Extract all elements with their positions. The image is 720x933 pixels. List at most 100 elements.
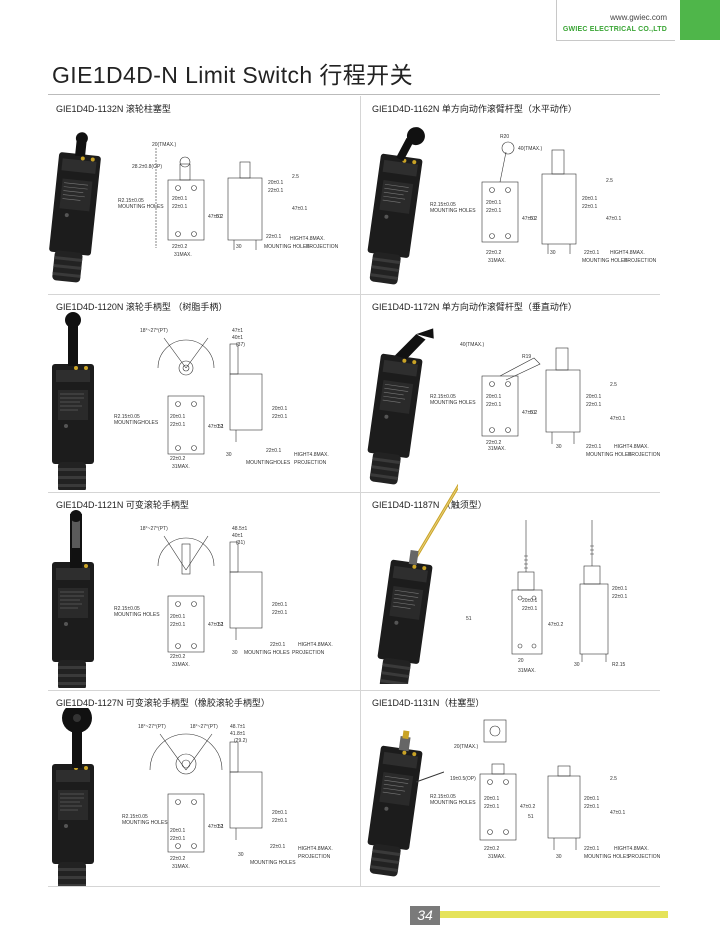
- page-number: 34: [410, 906, 440, 925]
- dim-label: 20±0.1: [170, 614, 185, 620]
- dim-label: HIGHT4.8MAX.: [290, 236, 325, 242]
- dim-label: 40±1: [232, 335, 243, 341]
- dim-label: 22±0.1: [270, 844, 285, 850]
- dim-label: 47±0.1: [292, 206, 307, 212]
- dim-label: 47±0.1: [610, 810, 625, 816]
- dim-label: MOUNTING HOLES: [244, 650, 290, 656]
- dim-label: 2.5: [292, 174, 299, 180]
- product-photo: [362, 730, 444, 879]
- dim-label: (29.2): [234, 738, 247, 744]
- dim-label: MOUNTINGHOLES: [246, 460, 291, 466]
- product-title: GIE1D4D-1131N（柱塞型）: [372, 698, 485, 708]
- dim-label: HIGHT4.8MAX.: [298, 846, 333, 852]
- dim-label: 41.8±1: [230, 731, 245, 737]
- dim-label: 22±0.2: [170, 456, 185, 462]
- row-divider: [48, 690, 660, 691]
- dim-label: 20±0.1: [170, 414, 185, 420]
- dim-label: 20±0.1: [612, 586, 627, 592]
- dim-label: MOUNTING HOLES: [430, 208, 476, 214]
- dim-label: 20±0.1: [584, 796, 599, 802]
- dim-label: MOUNTING HOLES: [122, 820, 168, 826]
- product-title: GIE1D4D-1132N 滚轮柱塞型: [56, 104, 171, 114]
- dim-label: R2.15±0.05: [118, 198, 144, 204]
- dimension-drawing: 18°~27°(PT) 18°~27°(PT) 48.7±1 41.8±1 (2…: [122, 724, 333, 870]
- product-cell-1127n: GIE1D4D-1127N 可变滚轮手柄型（橡胶滚轮手柄型） 18°~27°(P…: [50, 692, 350, 886]
- dim-label: 22±0.1: [612, 594, 627, 600]
- dim-label: 47±0.2: [208, 622, 223, 628]
- dim-label: 31MAX.: [488, 446, 506, 452]
- product-photo: [51, 510, 95, 688]
- dim-label: MOUNTING HOLES: [582, 258, 628, 264]
- dim-label: MOUNTING HOLES: [430, 400, 476, 406]
- dim-label: 22±0.1: [266, 448, 281, 454]
- dim-label: R2.15±0.05: [430, 794, 456, 800]
- product-photo: [362, 127, 425, 287]
- dim-label: 31MAX.: [518, 668, 536, 674]
- dimension-drawing: R2.15±0.05 MOUNTING HOLES 20±0.1 22±0.1 …: [430, 134, 657, 264]
- dim-label: 20±0.1: [272, 602, 287, 608]
- dim-label: PROJECTION: [624, 258, 657, 264]
- dim-label: 19±0.5(OP): [450, 776, 476, 782]
- dimension-drawing: R2.15±0.05 MOUNTING HOLES 20±0.1 22±0.1 …: [430, 719, 661, 860]
- dim-label: HIGHT4.8MAX.: [294, 452, 329, 458]
- dim-label: 30: [574, 662, 580, 668]
- dim-label: R2.15±0.05: [430, 202, 456, 208]
- dim-label: 51: [466, 616, 472, 622]
- dimension-drawing: 18°~27°(PT) 48.5±1 40±1 (31) R2.15±0.05 …: [114, 526, 333, 668]
- dim-label: 22±0.1: [266, 234, 281, 240]
- dim-label: PROJECTION: [306, 244, 339, 250]
- product-title: GIE1D4D-1127N 可变滚轮手柄型（橡胶滚轮手柄型）: [56, 698, 270, 708]
- footer-bar: [440, 911, 668, 918]
- dim-label: MOUNTING HOLES: [584, 854, 630, 860]
- dim-label: 22±0.1: [270, 642, 285, 648]
- dim-label: 30: [556, 854, 562, 860]
- dim-label: 20(TMAX.): [454, 744, 479, 750]
- dim-label: 22±0.2: [170, 856, 185, 862]
- website-url[interactable]: www.gwiec.com: [610, 13, 667, 22]
- dim-label: MOUNTING HOLES: [250, 860, 296, 866]
- dim-label: 22±0.2: [172, 244, 187, 250]
- dim-label: PROJECTION: [298, 854, 331, 860]
- dim-label: 31MAX.: [172, 662, 190, 668]
- dim-label: 31MAX.: [172, 464, 190, 470]
- dimension-drawing: 20±0.1 22±0.1 20 31MAX. 51 47±0.2 30 20±…: [466, 520, 627, 674]
- dim-label: 31MAX.: [174, 252, 192, 258]
- dim-label: 30: [556, 444, 562, 450]
- dim-label: R2.15±0.05: [430, 394, 456, 400]
- product-photo: [372, 484, 458, 684]
- dim-label: MOUNTING HOLES: [586, 452, 632, 458]
- product-title: GIE1D4D-1172N 单方向动作滚臂杆型（垂直动作）: [372, 302, 577, 312]
- dim-label: 22±0.1: [170, 622, 185, 628]
- dim-label: (37): [236, 342, 245, 348]
- dim-label: R2.15±0.05: [114, 606, 140, 612]
- dim-label: R2.15±0.05: [114, 414, 140, 420]
- product-cell-1172n: GIE1D4D-1172N 单方向动作滚臂杆型（垂直动作） R2.15±0.05…: [362, 296, 666, 486]
- dim-label: 28.2±0.8(OP): [132, 164, 162, 170]
- dim-label: 22±0.1: [272, 610, 287, 616]
- dim-label: R20: [500, 134, 509, 140]
- dim-label: 20(TMAX.): [152, 142, 177, 148]
- product-cell-1132n: GIE1D4D-1132N 滚轮柱塞型 R2.15±0.05 MOUNTING …: [46, 98, 350, 285]
- row-divider: [48, 492, 660, 493]
- product-title: GIE1D4D-1187N （触须型）: [372, 500, 487, 510]
- dim-label: 47±0.2: [548, 622, 563, 628]
- dim-label: 22±0.2: [486, 440, 501, 446]
- brand-color-block: [680, 0, 720, 40]
- dim-label: R2.15: [612, 662, 626, 668]
- dim-label: 2.5: [606, 178, 613, 184]
- dim-label: 22±0.1: [522, 606, 537, 612]
- row-divider: [48, 294, 660, 295]
- dim-label: 20±0.1: [170, 828, 185, 834]
- dim-label: 22±0.1: [484, 804, 499, 810]
- dimension-drawing: R2.15±0.05 MOUNTING HOLES 20±0.1 22±0.1 …: [430, 342, 661, 458]
- product-photo: [362, 328, 434, 486]
- dim-label: 22±0.1: [170, 836, 185, 842]
- page-title: GIE1D4D-N Limit Switch 行程开关: [52, 62, 413, 88]
- product-cell-1131n: GIE1D4D-1131N（柱塞型） R2.15±0.05 MOUNTING H…: [362, 692, 666, 879]
- dim-label: 2.5: [610, 382, 617, 388]
- dim-label: 20±0.1: [272, 810, 287, 816]
- dim-label: HIGHT4.8MAX.: [298, 642, 333, 648]
- dim-label: 22±0.2: [170, 654, 185, 660]
- product-title: GIE1D4D-1120N 滚轮手柄型 （树脂手柄）: [56, 302, 228, 312]
- dim-label: PROJECTION: [294, 460, 327, 466]
